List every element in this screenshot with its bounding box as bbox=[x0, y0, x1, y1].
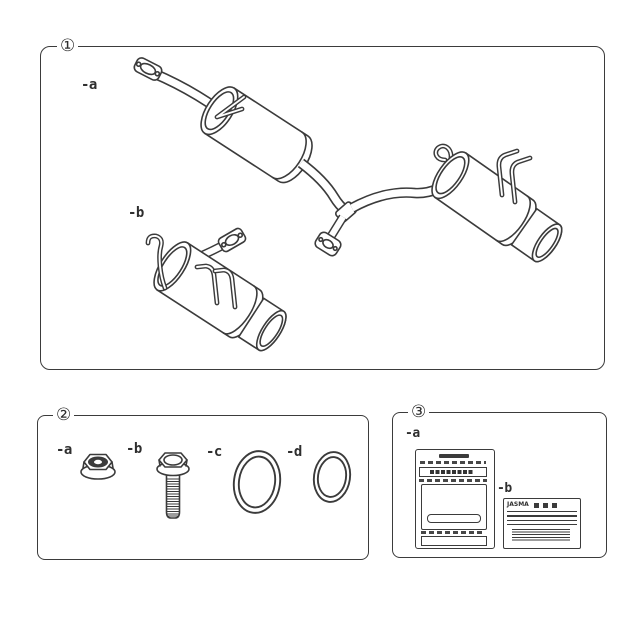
certificate-field-box bbox=[421, 484, 487, 530]
inlet-flange-icon bbox=[217, 227, 247, 253]
rule-line bbox=[507, 511, 577, 513]
front-pipe-center-muffler-drawing bbox=[133, 57, 563, 263]
part-1a-label: -a bbox=[81, 77, 97, 93]
rule-line bbox=[507, 524, 577, 526]
part-number-text-bar bbox=[430, 470, 474, 474]
part-2d-label: -d bbox=[286, 444, 302, 460]
rule-line bbox=[507, 515, 577, 517]
part-2a-label: -a bbox=[56, 442, 72, 458]
rear-muffler-right-icon bbox=[431, 151, 563, 263]
flange-nut-icon bbox=[80, 453, 116, 480]
front-flange-icon bbox=[133, 57, 163, 81]
small-gasket-ring-icon bbox=[312, 451, 352, 503]
certificate-sticker bbox=[415, 449, 495, 549]
exhaust-system-drawing bbox=[133, 57, 563, 352]
kanji-glyph bbox=[552, 503, 557, 508]
jasma-brand-text: JASMA bbox=[507, 501, 529, 508]
panel-1-number: ① bbox=[57, 36, 79, 56]
hardware-drawing bbox=[80, 450, 352, 519]
rear-muffler-drawing bbox=[145, 227, 287, 352]
part-3a-label: -a bbox=[405, 426, 420, 441]
fine-print-block bbox=[512, 529, 570, 542]
certificate-slot bbox=[427, 514, 481, 523]
certificate-bottom-box bbox=[421, 536, 487, 546]
rule-line bbox=[507, 520, 577, 522]
fine-print-line bbox=[419, 479, 487, 482]
part-2b-label: -b bbox=[126, 441, 142, 457]
flange-bolt-icon bbox=[156, 452, 190, 519]
panel-3-labels: ③ -a -b JASMA bbox=[392, 402, 607, 558]
part-1b-label: -b bbox=[128, 205, 144, 221]
fine-print-line bbox=[420, 461, 486, 464]
part-3b-label: -b bbox=[497, 481, 512, 496]
panel-3-number: ③ bbox=[408, 402, 430, 422]
logo-bar bbox=[439, 454, 469, 458]
part-2c-label: -c bbox=[206, 444, 222, 460]
fine-print-line bbox=[421, 531, 484, 534]
center-muffler-icon bbox=[200, 86, 313, 184]
muffler-b-body-icon bbox=[153, 241, 287, 352]
panel-1-exhaust-assembly: ① -a -b bbox=[40, 36, 605, 370]
kanji-glyph bbox=[534, 503, 539, 508]
panel-2-number: ② bbox=[53, 405, 75, 425]
connector-flange-icon bbox=[314, 231, 342, 257]
jasma-sticker: JASMA bbox=[503, 498, 581, 549]
large-gasket-ring-icon bbox=[232, 450, 282, 514]
panel-2-hardware: ② -a -b -c -d bbox=[37, 405, 369, 560]
part-number-bar bbox=[419, 467, 487, 477]
kanji-glyph bbox=[543, 503, 548, 508]
